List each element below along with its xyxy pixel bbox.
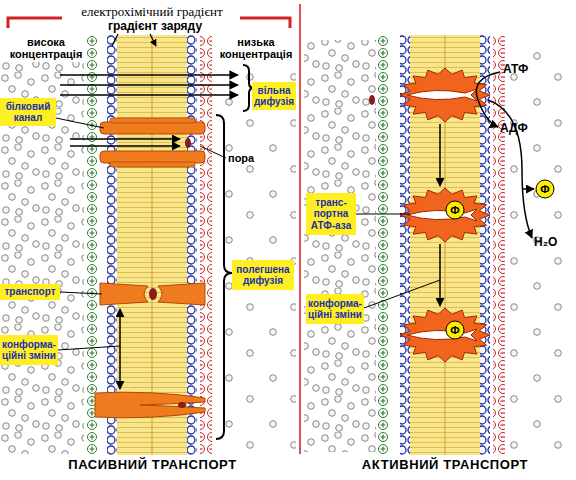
molecule-label: АТФ bbox=[503, 63, 543, 76]
leader-line bbox=[56, 118, 226, 350]
circle-shape bbox=[536, 180, 554, 198]
cycle-arrow bbox=[439, 124, 441, 306]
callout-box: полегшена дифузія bbox=[232, 260, 294, 290]
node-text: Ф bbox=[540, 183, 549, 195]
callout-box: білковий канал bbox=[0, 98, 56, 126]
protein-channel bbox=[100, 118, 205, 167]
circle-shape bbox=[446, 201, 464, 219]
ion bbox=[178, 402, 186, 408]
node-text: транс- портна АТФ-аза bbox=[307, 197, 355, 231]
molecule-label: АДФ bbox=[500, 122, 540, 135]
carrier-protein bbox=[100, 283, 205, 305]
phosphate-circle: Ф bbox=[535, 179, 555, 199]
phosphate-circle: Ф bbox=[445, 320, 465, 340]
node-text: транспорт bbox=[4, 286, 55, 297]
callout-box: конформа- ційні зміни bbox=[306, 294, 364, 324]
concentration-label: низька концентрація bbox=[214, 36, 298, 60]
node-text: Ф bbox=[450, 324, 459, 336]
panel-divider bbox=[299, 4, 301, 454]
ion bbox=[369, 95, 375, 105]
callout-box: транспорт bbox=[0, 284, 60, 300]
part-label: пора bbox=[228, 152, 268, 164]
diffusion-arrow bbox=[60, 75, 238, 95]
diffusion-arrow bbox=[70, 139, 180, 146]
callout-box: конформа- ційні зміни bbox=[0, 335, 58, 365]
reaction-arrow bbox=[522, 188, 534, 190]
ions-low bbox=[214, 60, 296, 452]
panel-caption: ПАСИВНИЙ ТРАНСПОРТ bbox=[15, 458, 290, 472]
concentration-label: висока концентрація bbox=[2, 36, 90, 60]
ions-low bbox=[507, 40, 576, 452]
atpase-protein bbox=[400, 308, 490, 362]
molecule-label: H₂O bbox=[534, 236, 574, 249]
callout-box: транс- портна АТФ-аза bbox=[306, 193, 356, 235]
ion bbox=[149, 288, 157, 300]
node-text: полегшена дифузія bbox=[233, 264, 293, 286]
atpase-protein bbox=[400, 188, 490, 242]
node-text: вільна дифузія bbox=[253, 85, 295, 107]
panel-caption: АКТИВНИЙ ТРАНСПОРТ bbox=[316, 458, 574, 472]
callout-box: вільна дифузія bbox=[252, 82, 296, 110]
double-arrow bbox=[119, 309, 121, 389]
reaction-arrow bbox=[476, 72, 500, 127]
ion bbox=[185, 138, 191, 148]
gradient-label: градієнт заряду bbox=[95, 20, 215, 33]
gradient-label: електрохімічний градієнт bbox=[66, 5, 238, 19]
circle-shape bbox=[446, 321, 464, 339]
ions-high bbox=[304, 40, 376, 452]
membrane-bilayer bbox=[86, 35, 212, 455]
leader-line bbox=[356, 214, 440, 308]
node-text: Ф bbox=[450, 204, 459, 216]
node-text: конформа- ційні зміни bbox=[307, 298, 363, 320]
carrier-protein bbox=[95, 392, 205, 418]
reaction-arrow bbox=[488, 100, 532, 238]
node-text: білковий канал bbox=[1, 101, 55, 123]
node-text: конформа- ційні зміни bbox=[1, 339, 57, 361]
pointer-arrow bbox=[112, 34, 156, 46]
membrane-bilayer bbox=[377, 35, 505, 455]
phosphate-circle: Ф bbox=[445, 200, 465, 220]
